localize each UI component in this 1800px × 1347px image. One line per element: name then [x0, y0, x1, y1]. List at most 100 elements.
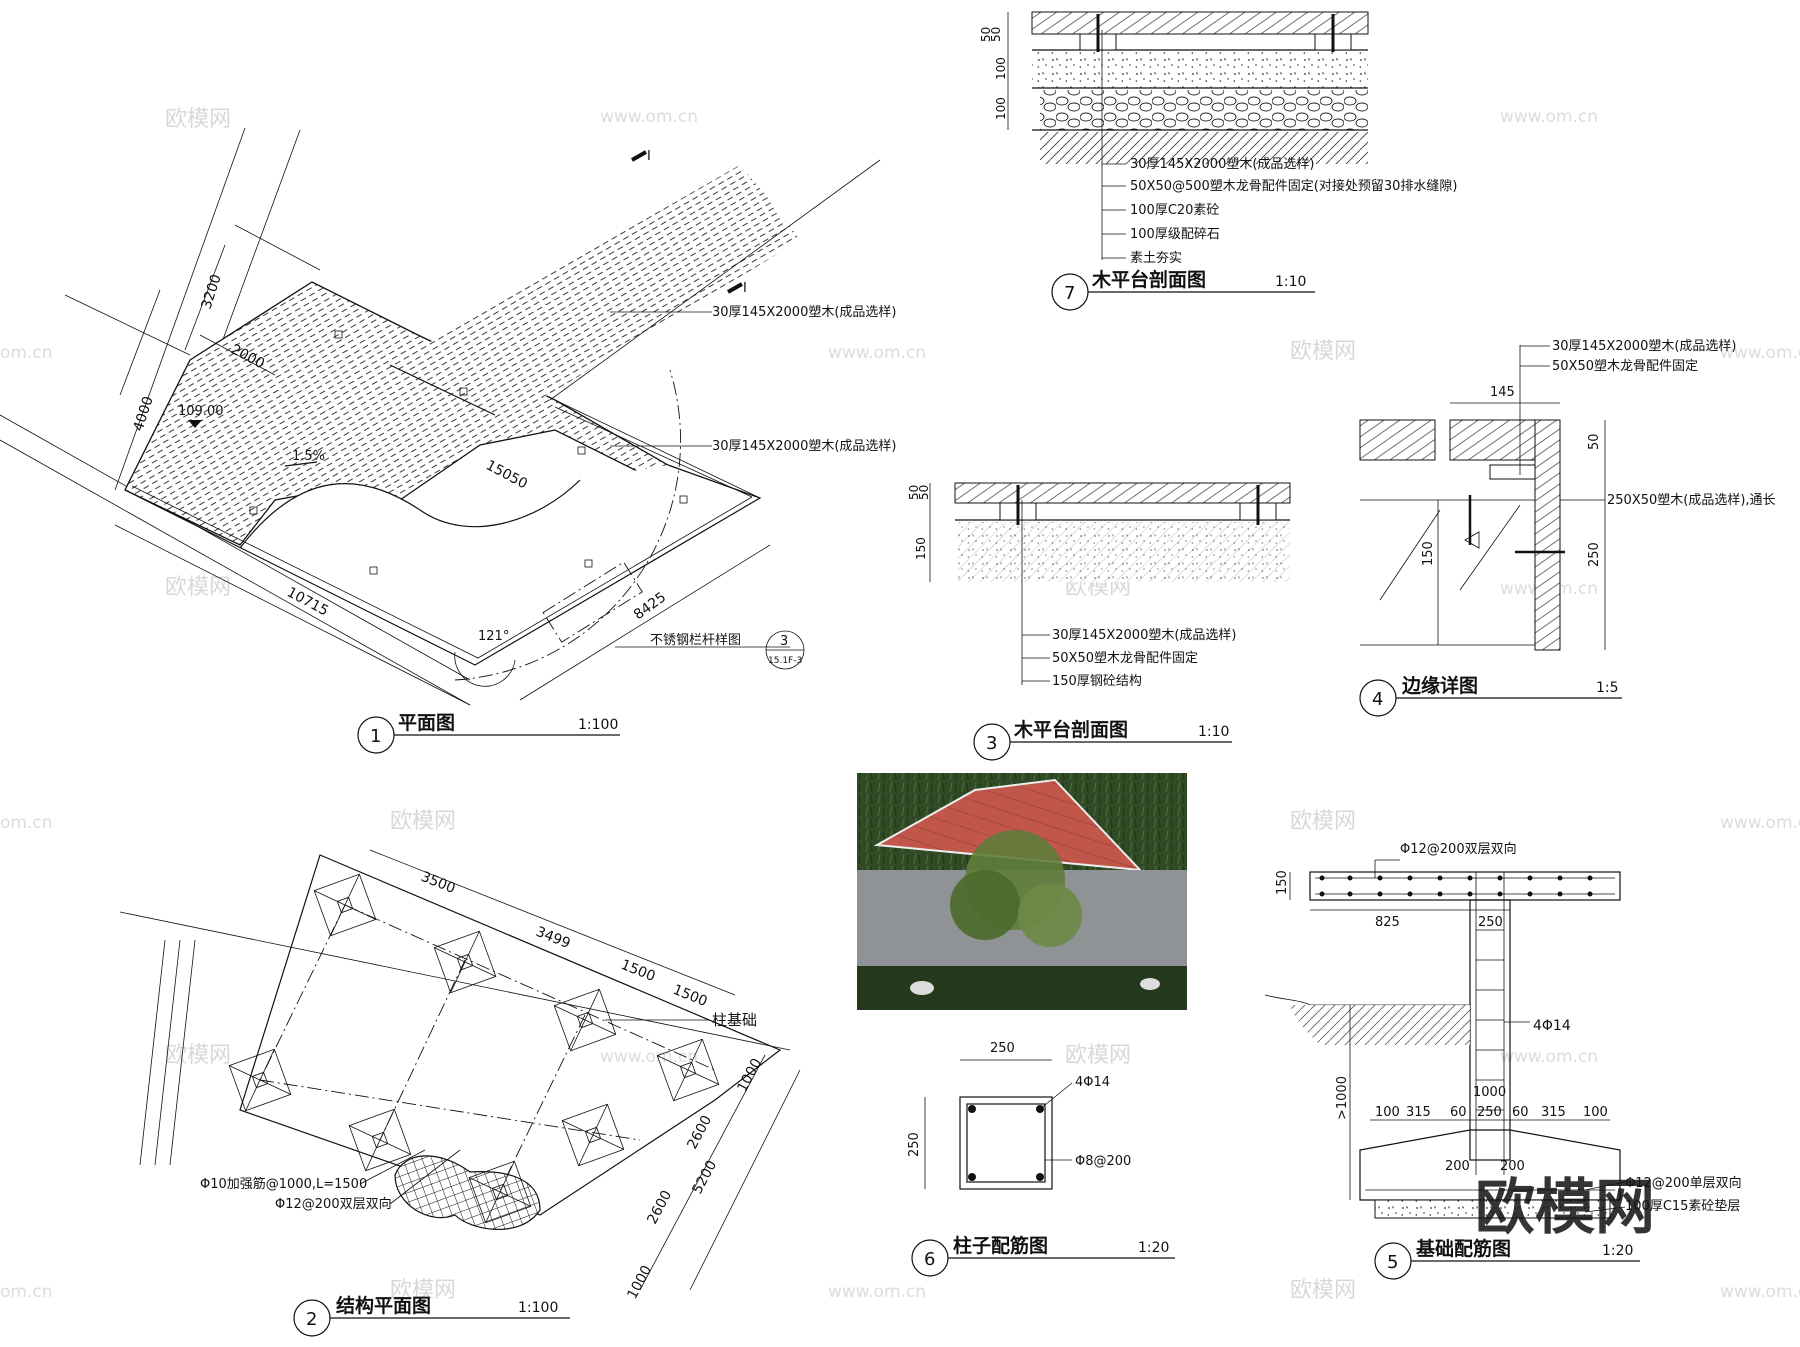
slope-label: 1.5%	[292, 449, 325, 464]
layer-concrete-aggregate	[958, 522, 1290, 582]
column-marker	[577, 446, 586, 455]
rebar-dot	[968, 1173, 976, 1181]
dim-line	[114, 524, 471, 706]
drawing-number: 6	[924, 1249, 935, 1270]
watermark-layer: 欧模网 www.om.cn www.om.cn om.cn www.om.cn …	[0, 107, 1800, 1303]
layer-gravel	[1040, 90, 1368, 130]
watermark-url-short: om.cn	[0, 343, 53, 363]
detail-note: 50X50塑木龙骨配件固定	[1552, 359, 1698, 374]
foundation-note: Φ12@200单层双向	[1625, 1175, 1742, 1191]
dim-label: 5200	[689, 1158, 720, 1197]
column-marker	[369, 566, 378, 575]
rebar-dot	[1036, 1173, 1044, 1181]
section-note: 50X50@500塑木龙骨配件固定(对接处预留30排水缝隙)	[1130, 178, 1458, 194]
angle-label: 121°	[478, 629, 509, 644]
dim-label: 250	[1587, 542, 1602, 567]
dim-label: 100	[994, 57, 1008, 80]
drawing-title: 木平台剖面图	[1091, 268, 1206, 291]
dim-label: 8425	[631, 589, 669, 623]
section-7-drawing: 50 50 100 100 30厚145X2000塑木(成品选样) 50X50@…	[979, 11, 1458, 311]
section-note: 素土夯实	[1130, 251, 1182, 266]
watermark-url: www.om.cn	[828, 343, 926, 363]
dim-label: 250	[1478, 915, 1503, 930]
dim-label: 315	[1406, 1105, 1431, 1120]
callout-material: 30厚145X2000塑木(成品选样)	[712, 439, 897, 454]
plan-boundary-top	[554, 399, 761, 499]
dim-line	[199, 334, 276, 376]
stirrups	[1476, 929, 1504, 1111]
drawing-number: 2	[306, 1309, 317, 1330]
photo-tree	[950, 870, 1020, 940]
dim-label: 3500	[419, 869, 458, 897]
leader-line	[1039, 1082, 1073, 1110]
layer-soil	[1040, 132, 1368, 164]
dim-line	[119, 289, 161, 396]
footing-icon	[553, 988, 617, 1052]
soil-hatch	[1290, 1005, 1470, 1045]
dim-label: 200	[1500, 1159, 1525, 1174]
drawing-scale: 1:10	[1198, 724, 1229, 740]
callout-rebar: Φ12@200双层双向	[275, 1196, 392, 1212]
photo-rock	[910, 981, 934, 995]
plan-boundary-inner	[131, 485, 753, 659]
rebar-zone	[394, 1155, 541, 1231]
photo-rock	[1140, 978, 1160, 990]
dim-line	[369, 849, 736, 996]
dim-label: 50	[907, 485, 921, 500]
dim-label: 2600	[644, 1188, 675, 1227]
dim-label: 60	[1450, 1105, 1467, 1120]
section-note: 100厚级配碎石	[1130, 227, 1220, 242]
dim-label: 150	[914, 537, 928, 560]
stirrup	[966, 1103, 1046, 1183]
dim-label: 100	[1583, 1105, 1608, 1120]
concrete-outline	[1360, 499, 1536, 646]
watermark-brand: 欧模网	[1290, 809, 1356, 834]
watermark-brand: 欧模网	[1065, 1043, 1131, 1068]
watermark-brand-large: 欧模网	[1475, 1173, 1655, 1243]
layer-concrete	[1032, 52, 1368, 88]
callout-rebar: Φ10加强筋@1000,L=1500	[200, 1176, 367, 1192]
grid-line	[499, 1014, 586, 1191]
ground-line	[1264, 994, 1470, 1006]
dim-label: 3200	[199, 272, 225, 311]
plan-boundary-top	[554, 406, 753, 498]
photo-tree	[1018, 883, 1082, 947]
site-line	[0, 439, 471, 706]
watermark-brand: 欧模网	[165, 107, 231, 132]
reference-number: 3	[780, 634, 788, 649]
watermark-brand: 欧模网	[165, 1043, 231, 1068]
section-note: 50X50塑木龙骨配件固定	[1052, 651, 1198, 666]
watermark-url: www.om.cn	[1500, 1047, 1598, 1067]
drawing-number: 7	[1064, 283, 1075, 304]
dim-label: 100	[994, 97, 1008, 120]
reference-sheet: 15.1F-3	[768, 656, 802, 666]
dim-line	[689, 1069, 801, 1291]
watermark-url: www.om.cn	[600, 107, 698, 127]
dim-line	[639, 1054, 766, 1291]
watermark-url-short: om.cn	[0, 1282, 53, 1302]
site-line	[119, 911, 791, 1051]
dim-label: 1000	[624, 1263, 655, 1302]
edge-fascia	[1534, 419, 1561, 651]
drawing-scale: 1:10	[1275, 274, 1306, 290]
drawing-scale: 1:100	[518, 1300, 558, 1316]
detail-note: 250X50塑木(成品选样),通长	[1607, 493, 1776, 508]
rebar-dot	[968, 1105, 976, 1113]
site-line	[114, 127, 246, 491]
deck-upper-edge	[549, 159, 881, 401]
watermark-url: www.om.cn	[600, 1047, 698, 1067]
watermark-url: www.om.cn	[1720, 1282, 1800, 1302]
rebar-dots	[1319, 875, 1593, 897]
slope-arrow-icon	[284, 461, 318, 467]
leader-line	[1584, 1181, 1626, 1191]
plan-radius-arc	[454, 369, 681, 681]
footing-icon	[468, 1160, 532, 1224]
drawing-title: 平面图	[398, 712, 455, 734]
dim-label: 4000	[131, 394, 157, 433]
section-note: 30厚145X2000塑木(成品选样)	[1130, 157, 1315, 172]
dim-label: 315	[1541, 1105, 1566, 1120]
section-note: 30厚145X2000塑木(成品选样)	[1052, 628, 1237, 643]
dim-label: 250	[907, 1132, 922, 1157]
column-marker	[249, 506, 258, 515]
